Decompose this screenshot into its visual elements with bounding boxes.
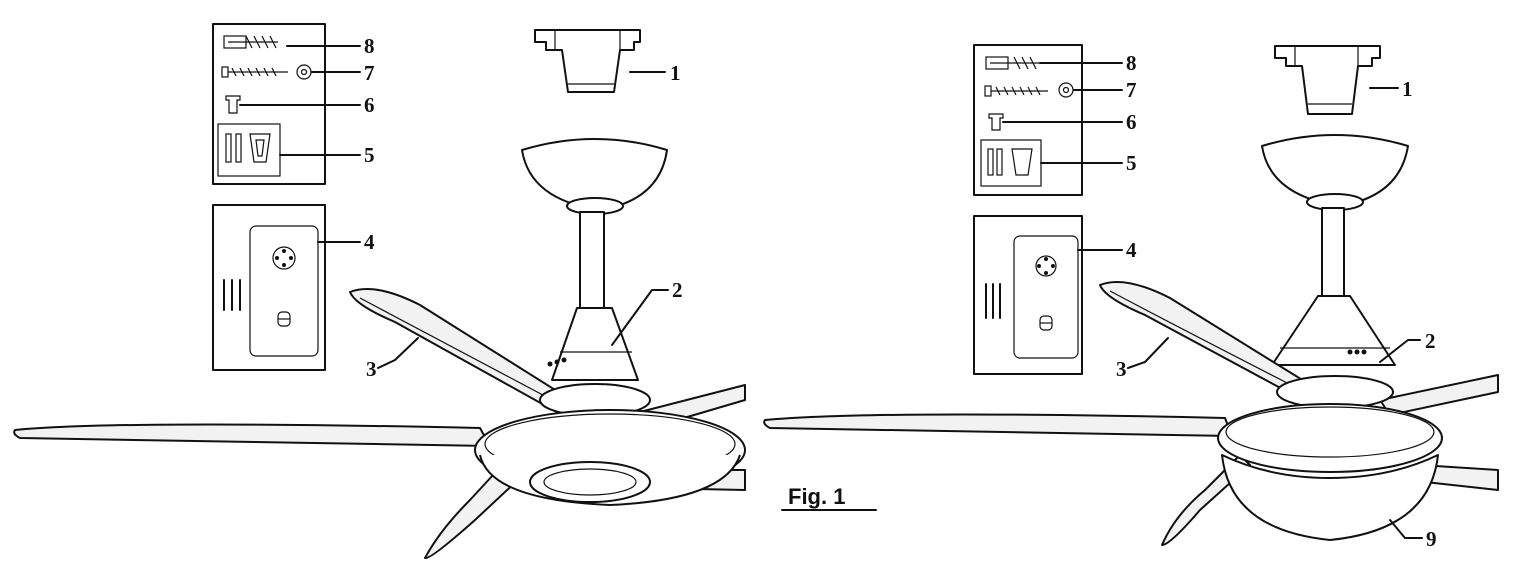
label-3: 3 xyxy=(366,357,377,381)
left-fan-assembly xyxy=(13,23,746,560)
canopy xyxy=(521,138,668,215)
motor-housing xyxy=(547,307,639,381)
bolt-icon xyxy=(988,113,1004,131)
remote-control-icon xyxy=(1013,235,1079,359)
label-5: 5 xyxy=(1126,151,1137,175)
motor-housing xyxy=(1271,295,1396,366)
washer-icon xyxy=(296,64,312,80)
label-7: 7 xyxy=(364,61,375,85)
label-8: 8 xyxy=(1126,51,1137,75)
fan-blades xyxy=(13,288,746,560)
label-4: 4 xyxy=(364,230,375,254)
remote-control-icon xyxy=(249,225,319,357)
figure-caption: Fig. 1 xyxy=(781,484,877,511)
wood-screw-icon xyxy=(984,85,1048,97)
canopy xyxy=(1261,134,1409,211)
washer-icon xyxy=(1058,82,1074,98)
remote-screws-icon xyxy=(985,283,1001,319)
switch-housing xyxy=(474,383,746,506)
right-remote-box xyxy=(973,215,1083,375)
bolt-icon xyxy=(225,95,241,114)
right-accessory-box xyxy=(973,44,1083,196)
blade-balancing-kit-icon xyxy=(980,139,1042,187)
wood-screw-icon xyxy=(221,66,288,78)
wall-plug-icon xyxy=(223,35,278,49)
caption-text: Fig. 1 xyxy=(788,484,845,509)
downrod xyxy=(1321,207,1345,297)
left-remote-box xyxy=(212,204,326,371)
left-accessory-box xyxy=(212,23,326,185)
label-1: 1 xyxy=(670,61,681,85)
label-5: 5 xyxy=(364,143,375,167)
mounting-bracket xyxy=(534,29,641,93)
right-labels: 8 7 6 5 4 1 2 3 9 xyxy=(1116,51,1437,551)
label-9: 9 xyxy=(1426,527,1437,551)
label-2: 2 xyxy=(672,278,683,302)
label-7: 7 xyxy=(1126,78,1137,102)
right-fan-assembly xyxy=(763,44,1499,546)
mounting-bracket xyxy=(1274,45,1381,115)
label-1: 1 xyxy=(1402,77,1413,101)
label-8: 8 xyxy=(364,34,375,58)
left-labels: 8 7 6 5 4 1 2 3 xyxy=(364,34,683,381)
label-4: 4 xyxy=(1126,238,1137,262)
label-6: 6 xyxy=(1126,110,1137,134)
label-2: 2 xyxy=(1425,329,1436,353)
downrod xyxy=(579,211,605,309)
remote-screws-icon xyxy=(223,279,241,311)
leader-lines xyxy=(239,45,1423,539)
wall-plug-icon xyxy=(985,56,1042,70)
blade-balancing-kit-icon xyxy=(217,123,281,177)
light-kit-glass xyxy=(1221,454,1439,541)
switch-housing xyxy=(1217,375,1443,473)
label-3: 3 xyxy=(1116,357,1127,381)
label-6: 6 xyxy=(364,93,375,117)
